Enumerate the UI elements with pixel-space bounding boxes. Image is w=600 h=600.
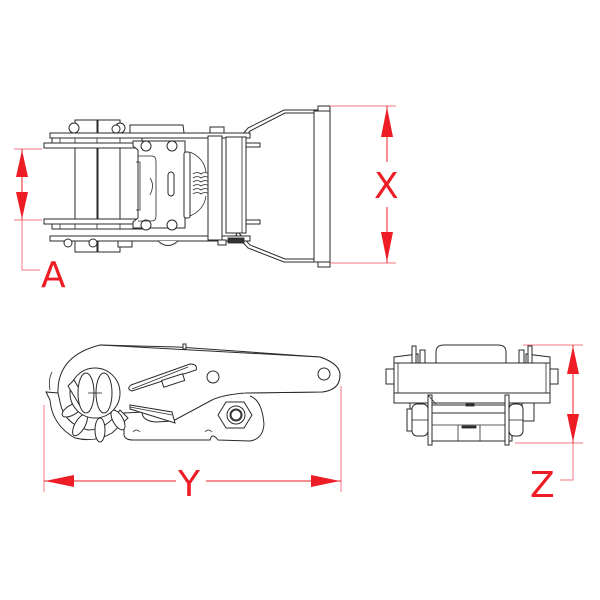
label-x: X [374, 166, 399, 207]
label-a: A [41, 255, 66, 296]
spring-icon [192, 172, 210, 195]
label-y: Y [177, 464, 201, 505]
top-view [43, 105, 331, 268]
nut-icon [217, 401, 253, 429]
dimension-z: Z [515, 344, 583, 506]
dimension-x: X [330, 105, 399, 264]
dimension-a: A [14, 148, 66, 296]
label-z: Z [530, 465, 555, 506]
dimension-y: Y [43, 386, 342, 505]
end-view [385, 344, 559, 446]
side-view [45, 343, 341, 443]
